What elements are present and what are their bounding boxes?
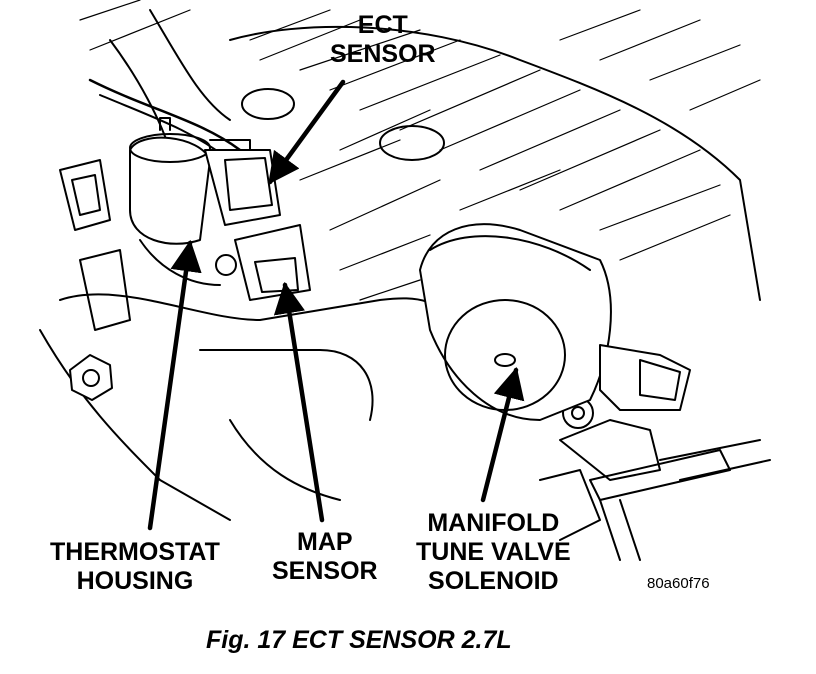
thermostat-housing-part: [88, 78, 242, 286]
solenoid-leader-arrow: [480, 366, 525, 503]
port-hole: [241, 88, 295, 120]
map-sensor-part: [215, 224, 311, 301]
lower-bracket: [539, 419, 771, 561]
figure-caption: Fig. 17 ECT SENSOR 2.7L: [206, 626, 512, 654]
thermostat-leader-arrow: [147, 239, 202, 531]
map-leader-arrow: [273, 281, 325, 523]
port-hole: [379, 125, 445, 161]
manifold-tune-valve-part: [419, 223, 691, 421]
manifold-hatching: [79, 0, 761, 301]
ect-leader-arrow: [267, 79, 346, 185]
figure-code: 80a60f76: [647, 575, 710, 592]
bracket: [59, 159, 131, 331]
ect-sensor-part: [204, 139, 281, 226]
leader-arrows: [147, 79, 525, 531]
